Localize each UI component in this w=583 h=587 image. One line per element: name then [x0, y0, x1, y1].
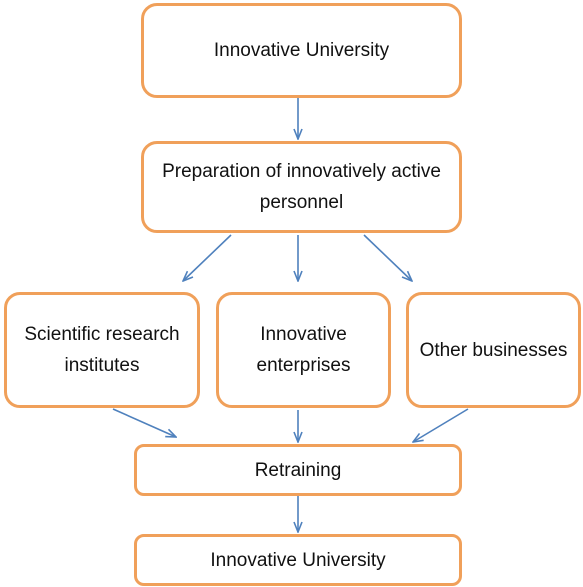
node-label: Preparation of innovatively active perso…	[162, 161, 441, 213]
node-scientific-research-institutes: Scientific research institutes	[4, 292, 200, 408]
arrow-prep-to-other	[363, 234, 412, 281]
arrow-sci-to-retrain	[112, 408, 176, 437]
node-retraining: Retraining	[134, 444, 462, 496]
arrow-prep-to-sci	[183, 234, 232, 281]
node-label: Retraining	[254, 459, 342, 481]
node-innovative-university-top: Innovative University	[141, 3, 462, 98]
node-innovative-enterprises: Innovative enterprises	[216, 292, 391, 408]
arrow-other-to-retrain	[413, 408, 469, 442]
node-label: Other businesses	[419, 339, 568, 361]
node-label: Scientific research institutes	[24, 324, 180, 376]
node-other-businesses: Other businesses	[406, 292, 581, 408]
node-preparation-of-personnel: Preparation of innovatively active perso…	[141, 141, 462, 233]
node-label: Innovative enterprises	[256, 324, 351, 376]
node-label: Innovative University	[210, 549, 386, 571]
node-innovative-university-bottom: Innovative University	[134, 534, 462, 586]
node-label: Innovative University	[213, 40, 390, 61]
